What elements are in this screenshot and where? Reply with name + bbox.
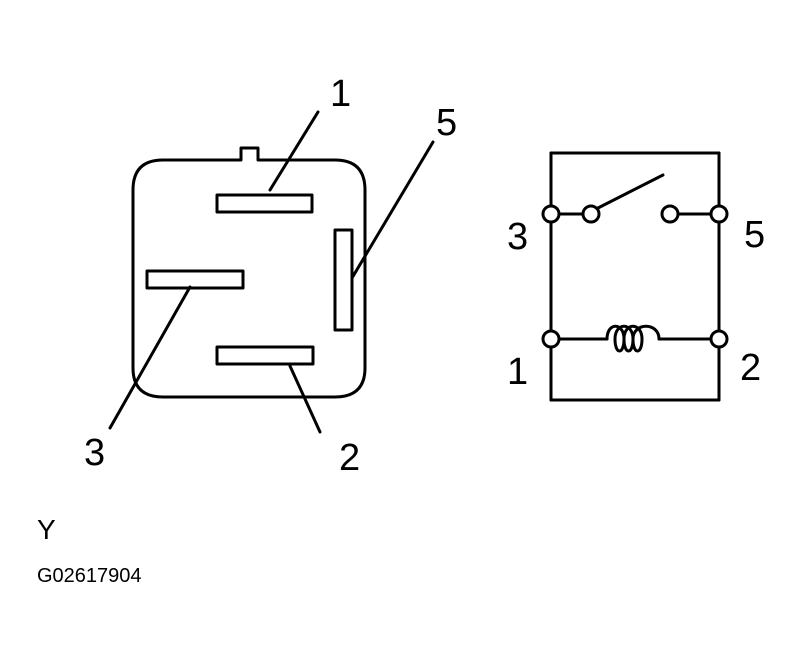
terminal-1 bbox=[541, 329, 561, 349]
leader-line-pin-5 bbox=[350, 140, 435, 280]
terminal-label-1: 1 bbox=[507, 351, 528, 393]
pin-label-1: 1 bbox=[330, 73, 351, 115]
pin-blade-5 bbox=[333, 228, 354, 332]
terminal-label-2: 2 bbox=[740, 347, 761, 389]
coil-icon bbox=[605, 324, 661, 353]
relay-connector bbox=[108, 110, 435, 434]
pin-blade-2 bbox=[215, 345, 315, 366]
terminal-2 bbox=[709, 329, 729, 349]
leader-line-pin-3 bbox=[108, 285, 192, 430]
pin-label-5: 5 bbox=[436, 102, 457, 144]
leader-line-pin-2 bbox=[288, 364, 322, 434]
switch-contact-fixed bbox=[660, 204, 680, 224]
pin-blade-3 bbox=[145, 269, 245, 290]
terminal-label-5: 5 bbox=[744, 214, 765, 256]
connector-housing bbox=[131, 146, 367, 399]
terminal-5 bbox=[709, 204, 729, 224]
terminal-label-3: 3 bbox=[507, 216, 528, 258]
terminal-3 bbox=[541, 204, 561, 224]
switch-contact-pivot bbox=[581, 204, 601, 224]
pin-label-2: 2 bbox=[339, 437, 360, 479]
leader-line-pin-1 bbox=[268, 110, 320, 192]
pin-blade-1 bbox=[215, 193, 314, 214]
relay-schematic bbox=[549, 151, 721, 402]
view-label: Y bbox=[37, 514, 56, 545]
pin-label-3: 3 bbox=[84, 432, 105, 474]
figure-code: G02617904 bbox=[37, 565, 142, 587]
switch-arm bbox=[596, 173, 665, 210]
